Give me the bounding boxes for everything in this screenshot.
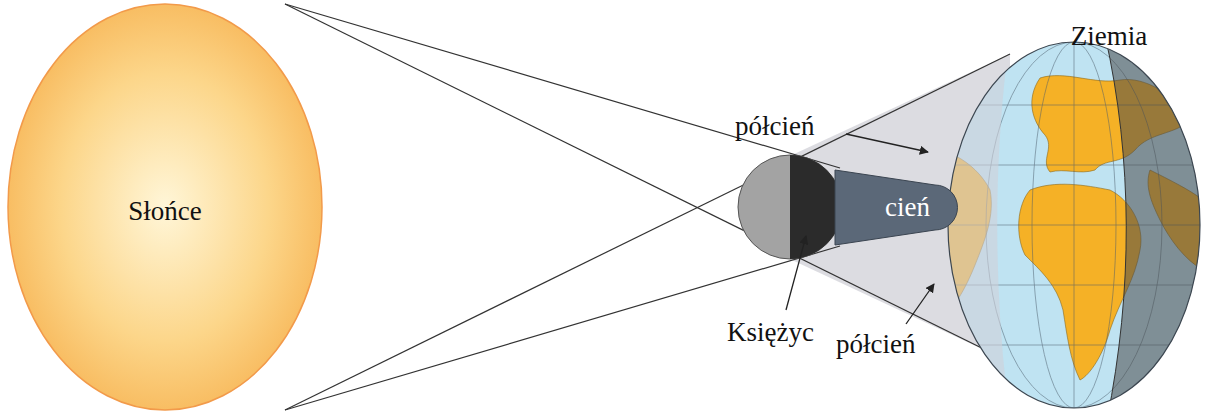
umbra-cone: cień [835, 165, 960, 250]
sun-disc: Słońce [5, 2, 325, 412]
moon-label: Księżyc [727, 318, 814, 348]
node-text: Ziemia [1015, 22, 1203, 52]
earth-globe-shape [945, 40, 1203, 412]
moon-symbol [738, 155, 842, 259]
node-text: cień [865, 193, 950, 223]
earth-globe: Ziemia [945, 22, 1203, 414]
node-text: Słońce [5, 197, 325, 227]
penumbra-label: półcień [836, 330, 915, 360]
light-rays [285, 4, 1010, 410]
penumbra-label: półcień [735, 112, 814, 142]
